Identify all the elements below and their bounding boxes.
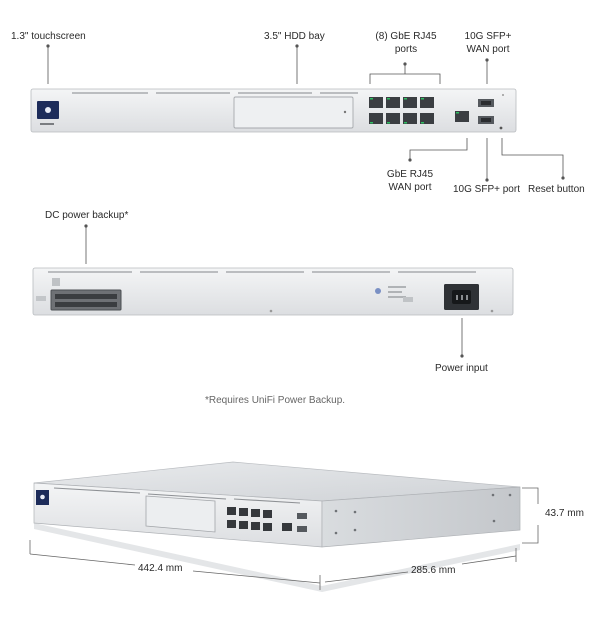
sfp-port-label: 10G SFP+ port [453,184,520,195]
height-dimension-label: 43.7 mm [545,508,584,519]
power-input-label: Power input [435,363,488,374]
touchscreen-label: 1.3" touchscreen [11,31,86,42]
depth-dimension-label: 285.6 mm [411,565,456,576]
front-panel [30,88,517,133]
rear-leader-lines [84,224,464,358]
rj45-ports [369,97,434,124]
dc-power-backup-label: DC power backup* [45,210,129,221]
sfp-wan-label: 10G SFP+WAN port [464,31,512,55]
reset-button-label: Reset button [528,184,585,195]
reset-button [499,126,503,130]
width-dimension-label: 442.4 mm [138,563,183,574]
front-leader-lines [46,44,565,182]
gbe-wan-port [455,111,469,122]
footnote: *Requires UniFi Power Backup. [205,395,346,406]
hdd-bay [233,96,354,129]
device-3d-view [33,461,521,592]
rear-panel [32,267,514,316]
hdd-bay-label: 3.5" HDD bay [264,31,325,42]
dimension-lines [29,487,539,590]
